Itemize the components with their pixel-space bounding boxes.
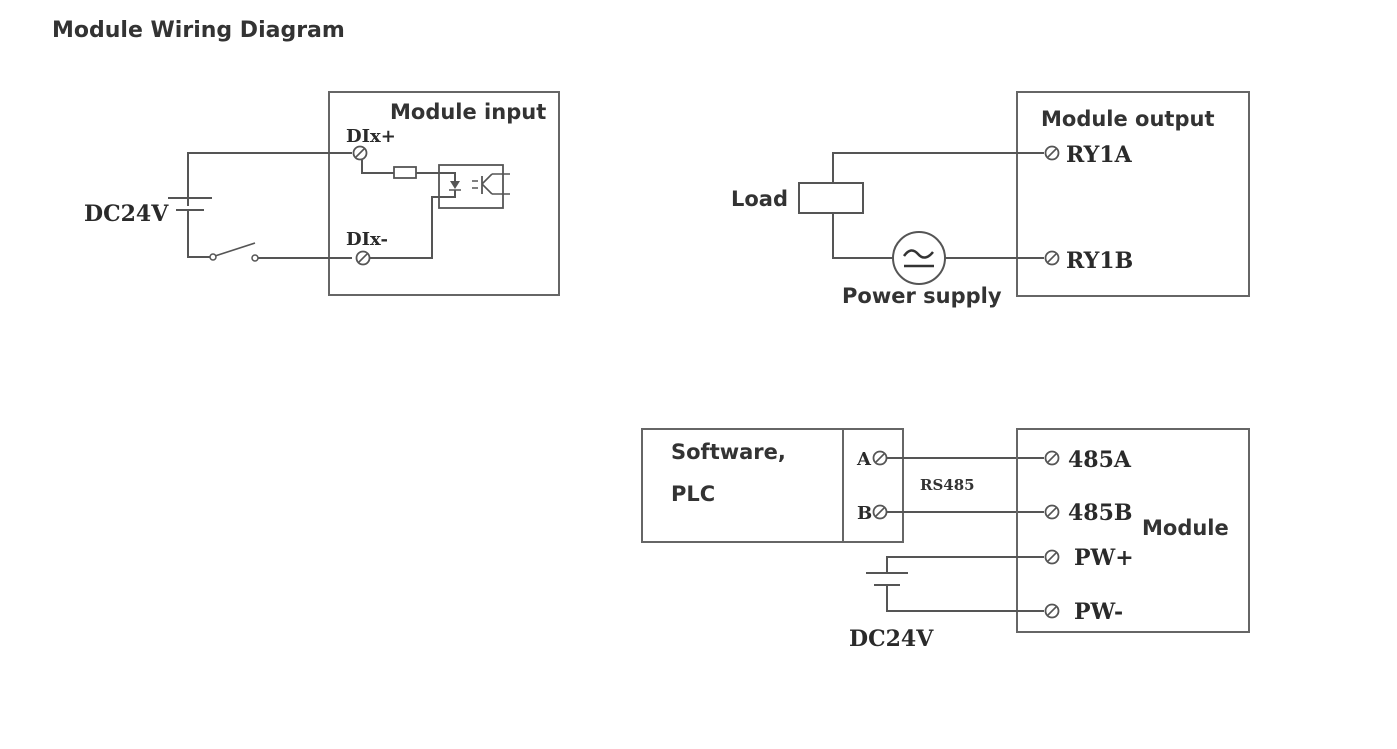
wire-to-led <box>416 172 456 185</box>
terminal-pw-minus-label: PW- <box>1074 599 1123 625</box>
wire-load-to-supply <box>832 213 892 259</box>
wire-ry1a <box>832 152 1044 183</box>
terminal-dix-minus-icon <box>355 250 371 266</box>
host-label-line1: Software, <box>671 440 786 464</box>
terminal-ry1b-icon <box>1044 250 1060 266</box>
terminal-485a-icon <box>1044 450 1060 466</box>
ac-power-source-icon <box>892 231 946 285</box>
wire-negative-left <box>187 210 210 258</box>
terminal-dix-plus-label: DIx+ <box>346 126 396 147</box>
terminal-485b-icon <box>1044 504 1060 520</box>
switch-icon <box>209 242 259 262</box>
module-output-label: Module output <box>1041 107 1215 131</box>
output-wiring-diagram: Module output RY1A Load Power supply RY1… <box>731 91 1250 308</box>
wire-pw-minus <box>886 585 1044 612</box>
bus-label: RS485 <box>920 476 975 494</box>
page-title: Module Wiring Diagram <box>52 18 345 43</box>
host-terminal-a-label: A <box>856 449 872 470</box>
terminal-ry1a-label: RY1A <box>1066 142 1133 168</box>
host-box <box>641 428 904 543</box>
battery-icon <box>168 197 212 211</box>
wire-to-resistor <box>361 160 394 174</box>
wire-positive <box>187 152 352 206</box>
input-wiring-diagram: Module input DC24V DIx+ DIx- <box>84 91 560 296</box>
supply-label: DC24V <box>849 626 934 652</box>
terminal-dix-minus-label: DIx- <box>346 229 388 250</box>
terminal-485a-label: 485A <box>1068 447 1132 473</box>
host-terminal-b-icon <box>872 504 888 520</box>
wire-led-to-dix-minus <box>370 190 456 259</box>
host-terminal-b-label: B <box>857 503 872 524</box>
battery-icon <box>866 572 908 586</box>
terminal-pw-plus-label: PW+ <box>1074 545 1134 571</box>
wire-pw-plus <box>886 556 1044 573</box>
comm-wiring-diagram: Software, PLC A B RS485 Module 485A 485B… <box>641 428 1250 652</box>
terminal-dix-plus-icon <box>352 145 368 161</box>
resistor-icon <box>393 166 417 179</box>
terminal-ry1b-label: RY1B <box>1066 248 1133 274</box>
load-icon <box>798 182 864 214</box>
terminal-pw-minus-icon <box>1044 603 1060 619</box>
power-supply-label: Power supply <box>842 284 1002 308</box>
module-input-box <box>328 91 560 296</box>
module-output-box <box>1016 91 1250 297</box>
load-label: Load <box>731 187 788 211</box>
module-label: Module <box>1142 516 1229 540</box>
terminal-pw-plus-icon <box>1044 549 1060 565</box>
terminal-ry1a-icon <box>1044 145 1060 161</box>
optocoupler-icon <box>438 164 510 209</box>
module-input-label: Module input <box>390 100 546 124</box>
host-terminal-a-icon <box>872 450 888 466</box>
module-box <box>1016 428 1250 633</box>
supply-label: DC24V <box>84 201 169 227</box>
terminal-485b-label: 485B <box>1068 500 1133 526</box>
host-label-line2: PLC <box>671 482 715 506</box>
